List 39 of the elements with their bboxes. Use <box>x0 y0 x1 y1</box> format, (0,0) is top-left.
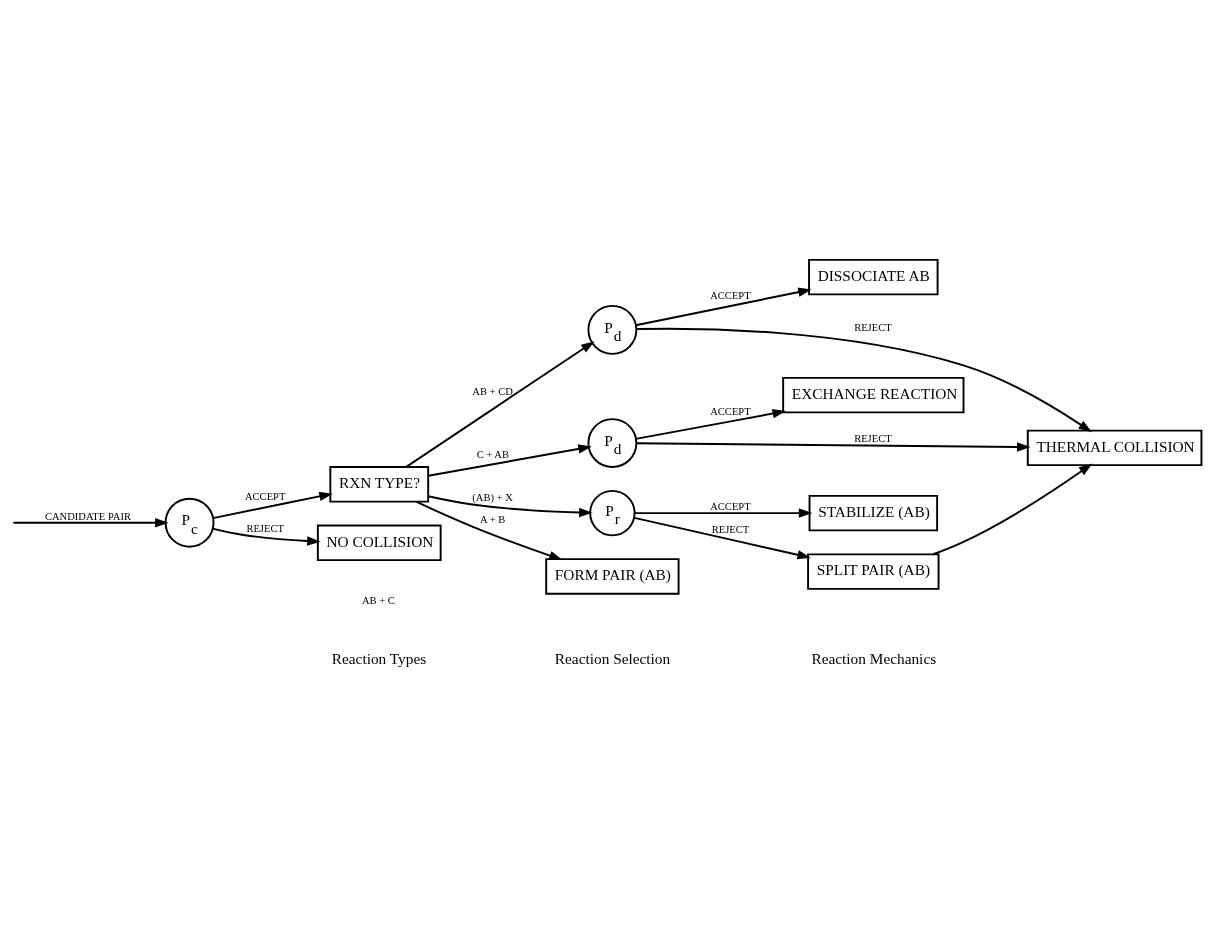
edge-label: REJECT <box>854 321 892 333</box>
label: Reaction Types <box>331 649 427 667</box>
edge-label: (AB) + X <box>472 491 513 503</box>
edge-label: ACCEPT <box>710 405 751 417</box>
label: Reaction Selection <box>554 649 671 667</box>
arrow <box>634 408 786 440</box>
edge-label: A + B <box>479 513 506 525</box>
arrow <box>427 494 593 517</box>
edge-label: ACCEPT <box>244 490 286 502</box>
arrow <box>634 507 813 518</box>
edge-label: ACCEPT <box>710 500 751 512</box>
node-box: DISSOCIATE AB <box>808 258 939 295</box>
arrow <box>415 500 563 560</box>
arrow <box>633 516 811 559</box>
node-box: RXN TYPE? <box>329 465 430 503</box>
node-box: STABILIZE (AB) <box>808 494 939 531</box>
node-box: THERMAL COLLISION <box>1026 429 1203 466</box>
arrow <box>634 287 812 326</box>
edge-label: REJECT <box>854 432 892 444</box>
label: Reaction Mechanics <box>811 649 937 667</box>
arrow <box>635 441 1031 452</box>
arrow <box>635 327 1092 432</box>
edge-label: C + AB <box>476 448 509 460</box>
arrow <box>212 491 333 519</box>
edge-label: REJECT <box>711 523 750 535</box>
node-box: NO COLLISION <box>316 524 442 561</box>
edge-label: REJECT <box>246 522 284 534</box>
arrow <box>932 463 1093 555</box>
edge-label: AB + CD <box>472 385 513 397</box>
arrow <box>211 527 321 546</box>
edge-label: ACCEPT <box>710 289 751 301</box>
node-box: EXCHANGE REACTION <box>782 376 965 413</box>
arrow <box>427 443 592 477</box>
node-box: FORM PAIR (AB) <box>545 557 680 595</box>
node-box: SPLIT PAIR (AB) <box>807 552 940 590</box>
label: AB + C <box>361 594 395 606</box>
arrow <box>405 340 595 468</box>
edge-label: CANDIDATE PAIR <box>44 510 131 522</box>
arrow <box>12 517 169 527</box>
